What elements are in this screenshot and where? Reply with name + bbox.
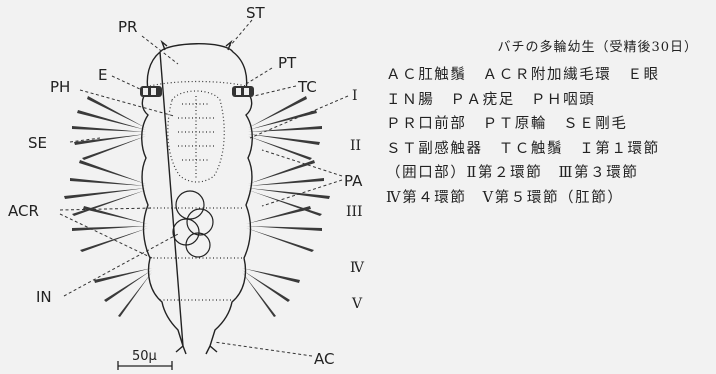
label-pa: PA — [344, 172, 363, 190]
segment-5-label: V — [351, 296, 363, 312]
prototroch — [150, 82, 246, 87]
legend: バチの多輪幼生（受精後30日） ＡＣ肛触鬚 ＡＣＲ附加繊毛環 Ｅ眼 ＩＮ腸 ＰＡ… — [386, 36, 708, 211]
label-e: E — [98, 66, 107, 84]
pharynx — [168, 91, 224, 182]
label-acr: ACR — [8, 202, 39, 220]
eye-left — [140, 86, 162, 97]
anal-cirrus-left — [176, 346, 186, 354]
legend-line: （囲口部）Ⅱ第２環節 Ⅲ第３環節 — [386, 161, 708, 186]
segment-3-label: III — [346, 204, 363, 220]
intestine-cell — [176, 191, 204, 219]
leader-acr-1 — [60, 208, 152, 210]
pharynx-stipple — [178, 96, 216, 178]
leader-ac — [214, 342, 312, 356]
label-ph: PH — [50, 78, 70, 96]
leader-st — [230, 20, 252, 46]
label-tc: TC — [297, 78, 317, 96]
legend-line: Ⅳ第４環節 Ⅴ第５環節（肛節） — [386, 186, 708, 211]
setae-bundle-left-4 — [94, 268, 152, 317]
label-st: ST — [246, 4, 266, 22]
segment-2-label: II — [350, 138, 361, 154]
intestine-cell — [187, 209, 213, 235]
label-pr: PR — [118, 18, 137, 36]
label-se: SE — [28, 134, 47, 152]
legend-line: ＳＴ副感触器 ＴＣ触鬚 Ｉ第１環節 — [386, 137, 708, 162]
intestine-cell — [173, 219, 199, 245]
leader-e — [112, 76, 142, 90]
legend-line: ＡＣ肛触鬚 ＡＣＲ附加繊毛環 Ｅ眼 — [386, 63, 708, 88]
leader-acr-2 — [60, 214, 152, 258]
setae-bundle-right-2 — [248, 160, 330, 216]
scale-bar: 50μ — [118, 349, 172, 370]
setae-bundle-left-3 — [72, 206, 148, 252]
anal-cirrus-right — [206, 346, 217, 354]
svg-text:50μ: 50μ — [132, 349, 157, 364]
label-pt: PT — [278, 54, 297, 72]
eye-right — [232, 86, 254, 97]
setae-bundle-right-4 — [242, 268, 300, 317]
legend-line: ＩＮ腸 ＰＡ疣足 ＰＨ咽頭 — [386, 88, 708, 113]
leader-pt — [246, 68, 272, 84]
setae-bundle-right-3 — [246, 206, 322, 252]
setae-bundle-right-1 — [248, 96, 322, 160]
segment-4-label: Ⅳ — [350, 260, 365, 276]
label-in: IN — [36, 288, 52, 306]
legend-title: バチの多輪幼生（受精後30日） — [386, 36, 698, 55]
setae-bundle-left-2 — [64, 160, 146, 216]
legend-line: ＰＲ口前部 ＰＴ原輪 ＳＥ剛毛 — [386, 112, 708, 137]
leader-pa-1 — [262, 150, 342, 176]
segment-1-label: I — [352, 88, 358, 104]
label-ac: AC — [314, 350, 334, 368]
leader-tc — [254, 86, 296, 96]
